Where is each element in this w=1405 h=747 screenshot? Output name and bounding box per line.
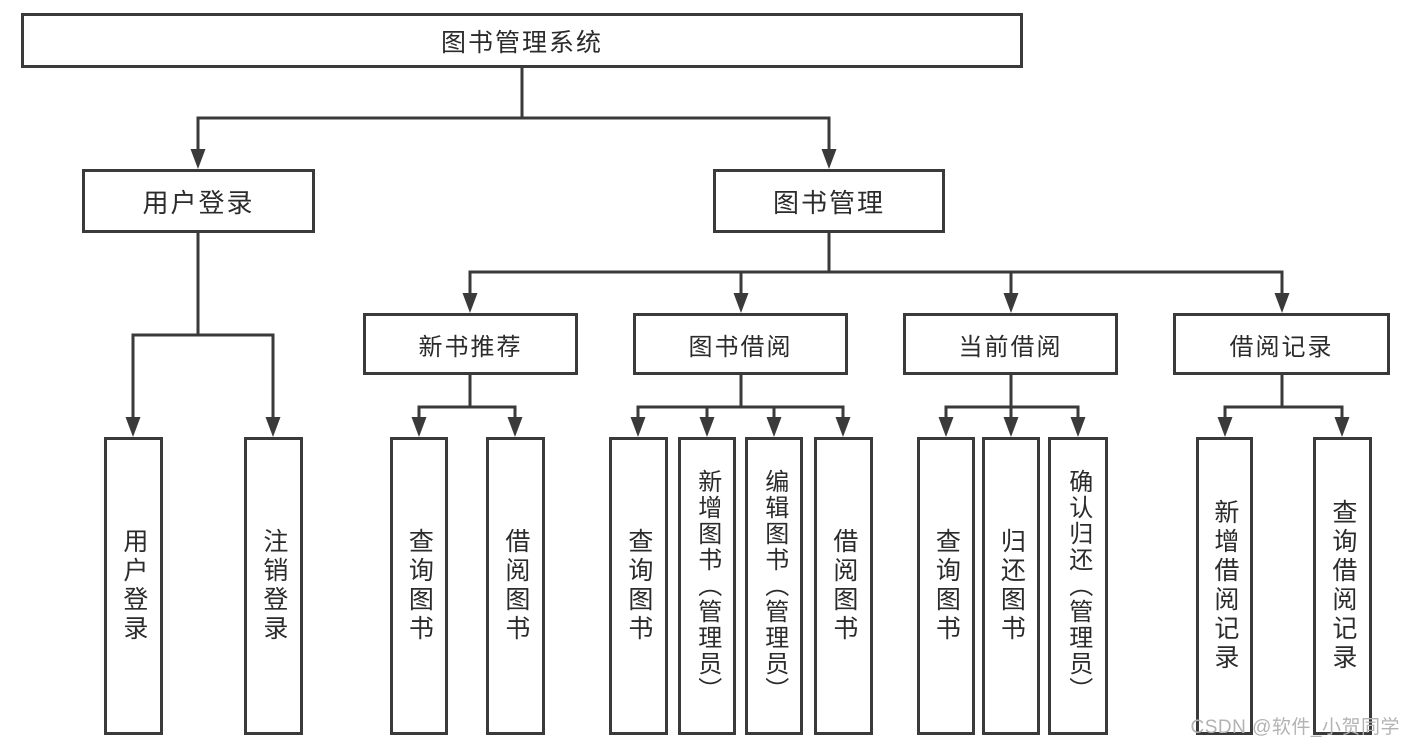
node-book-borrowing: 图书借阅: [633, 313, 848, 375]
node-borrow-records: 借阅记录: [1173, 313, 1390, 375]
csdn-watermark: CSDN @软件_小贺同学: [1190, 717, 1400, 738]
node-label: 新增借阅记录: [1210, 499, 1239, 673]
node-label: 借阅图书: [501, 528, 530, 644]
leaf-borrow-books: 借阅图书: [486, 437, 545, 735]
node-label: 编辑图书（管理员）: [760, 469, 788, 703]
node-label: 图书管理系统: [440, 28, 603, 57]
node-label: 新增图书（管理员）: [693, 469, 721, 703]
node-label: 确认归还（管理员）: [1064, 469, 1092, 703]
node-label: 查询借阅记录: [1328, 499, 1357, 673]
node-label: 借阅图书: [829, 528, 858, 644]
node-book-management: 图书管理: [713, 169, 945, 233]
node-label: 归还图书: [997, 528, 1026, 644]
leaf-add-book-admin: 新增图书（管理员）: [678, 437, 736, 735]
node-label: 用户登录: [142, 187, 255, 218]
leaf-edit-book-admin: 编辑图书（管理员）: [745, 437, 803, 735]
node-library-system: 图书管理系统: [21, 13, 1023, 68]
leaf-user-login: 用户登录: [104, 437, 163, 735]
leaf-query-books: 查询图书: [609, 437, 668, 735]
leaf-borrow-books: 借阅图书: [814, 437, 873, 735]
leaf-confirm-return-admin: 确认归还（管理员）: [1048, 437, 1108, 735]
node-label: 新书推荐: [418, 333, 523, 361]
node-label: 借阅记录: [1229, 333, 1334, 361]
node-label: 图书借阅: [688, 333, 793, 361]
leaf-query-books: 查询图书: [390, 437, 448, 735]
node-label: 查询图书: [405, 528, 434, 644]
node-current-borrowing: 当前借阅: [903, 313, 1118, 375]
leaf-query-borrow-record: 查询借阅记录: [1313, 437, 1372, 735]
node-label: 当前借阅: [958, 333, 1063, 361]
node-user-login: 用户登录: [82, 169, 315, 233]
leaf-query-books: 查询图书: [917, 437, 975, 735]
leaf-add-borrow-record: 新增借阅记录: [1196, 437, 1253, 735]
node-new-book-recommend: 新书推荐: [363, 313, 578, 375]
node-label: 图书管理: [772, 187, 885, 218]
leaf-logout: 注销登录: [244, 437, 303, 735]
node-label: 注销登录: [259, 528, 288, 644]
node-label: 用户登录: [119, 528, 148, 644]
leaf-return-books: 归还图书: [982, 437, 1040, 735]
node-label: 查询图书: [932, 528, 961, 644]
node-label: 查询图书: [624, 528, 653, 644]
